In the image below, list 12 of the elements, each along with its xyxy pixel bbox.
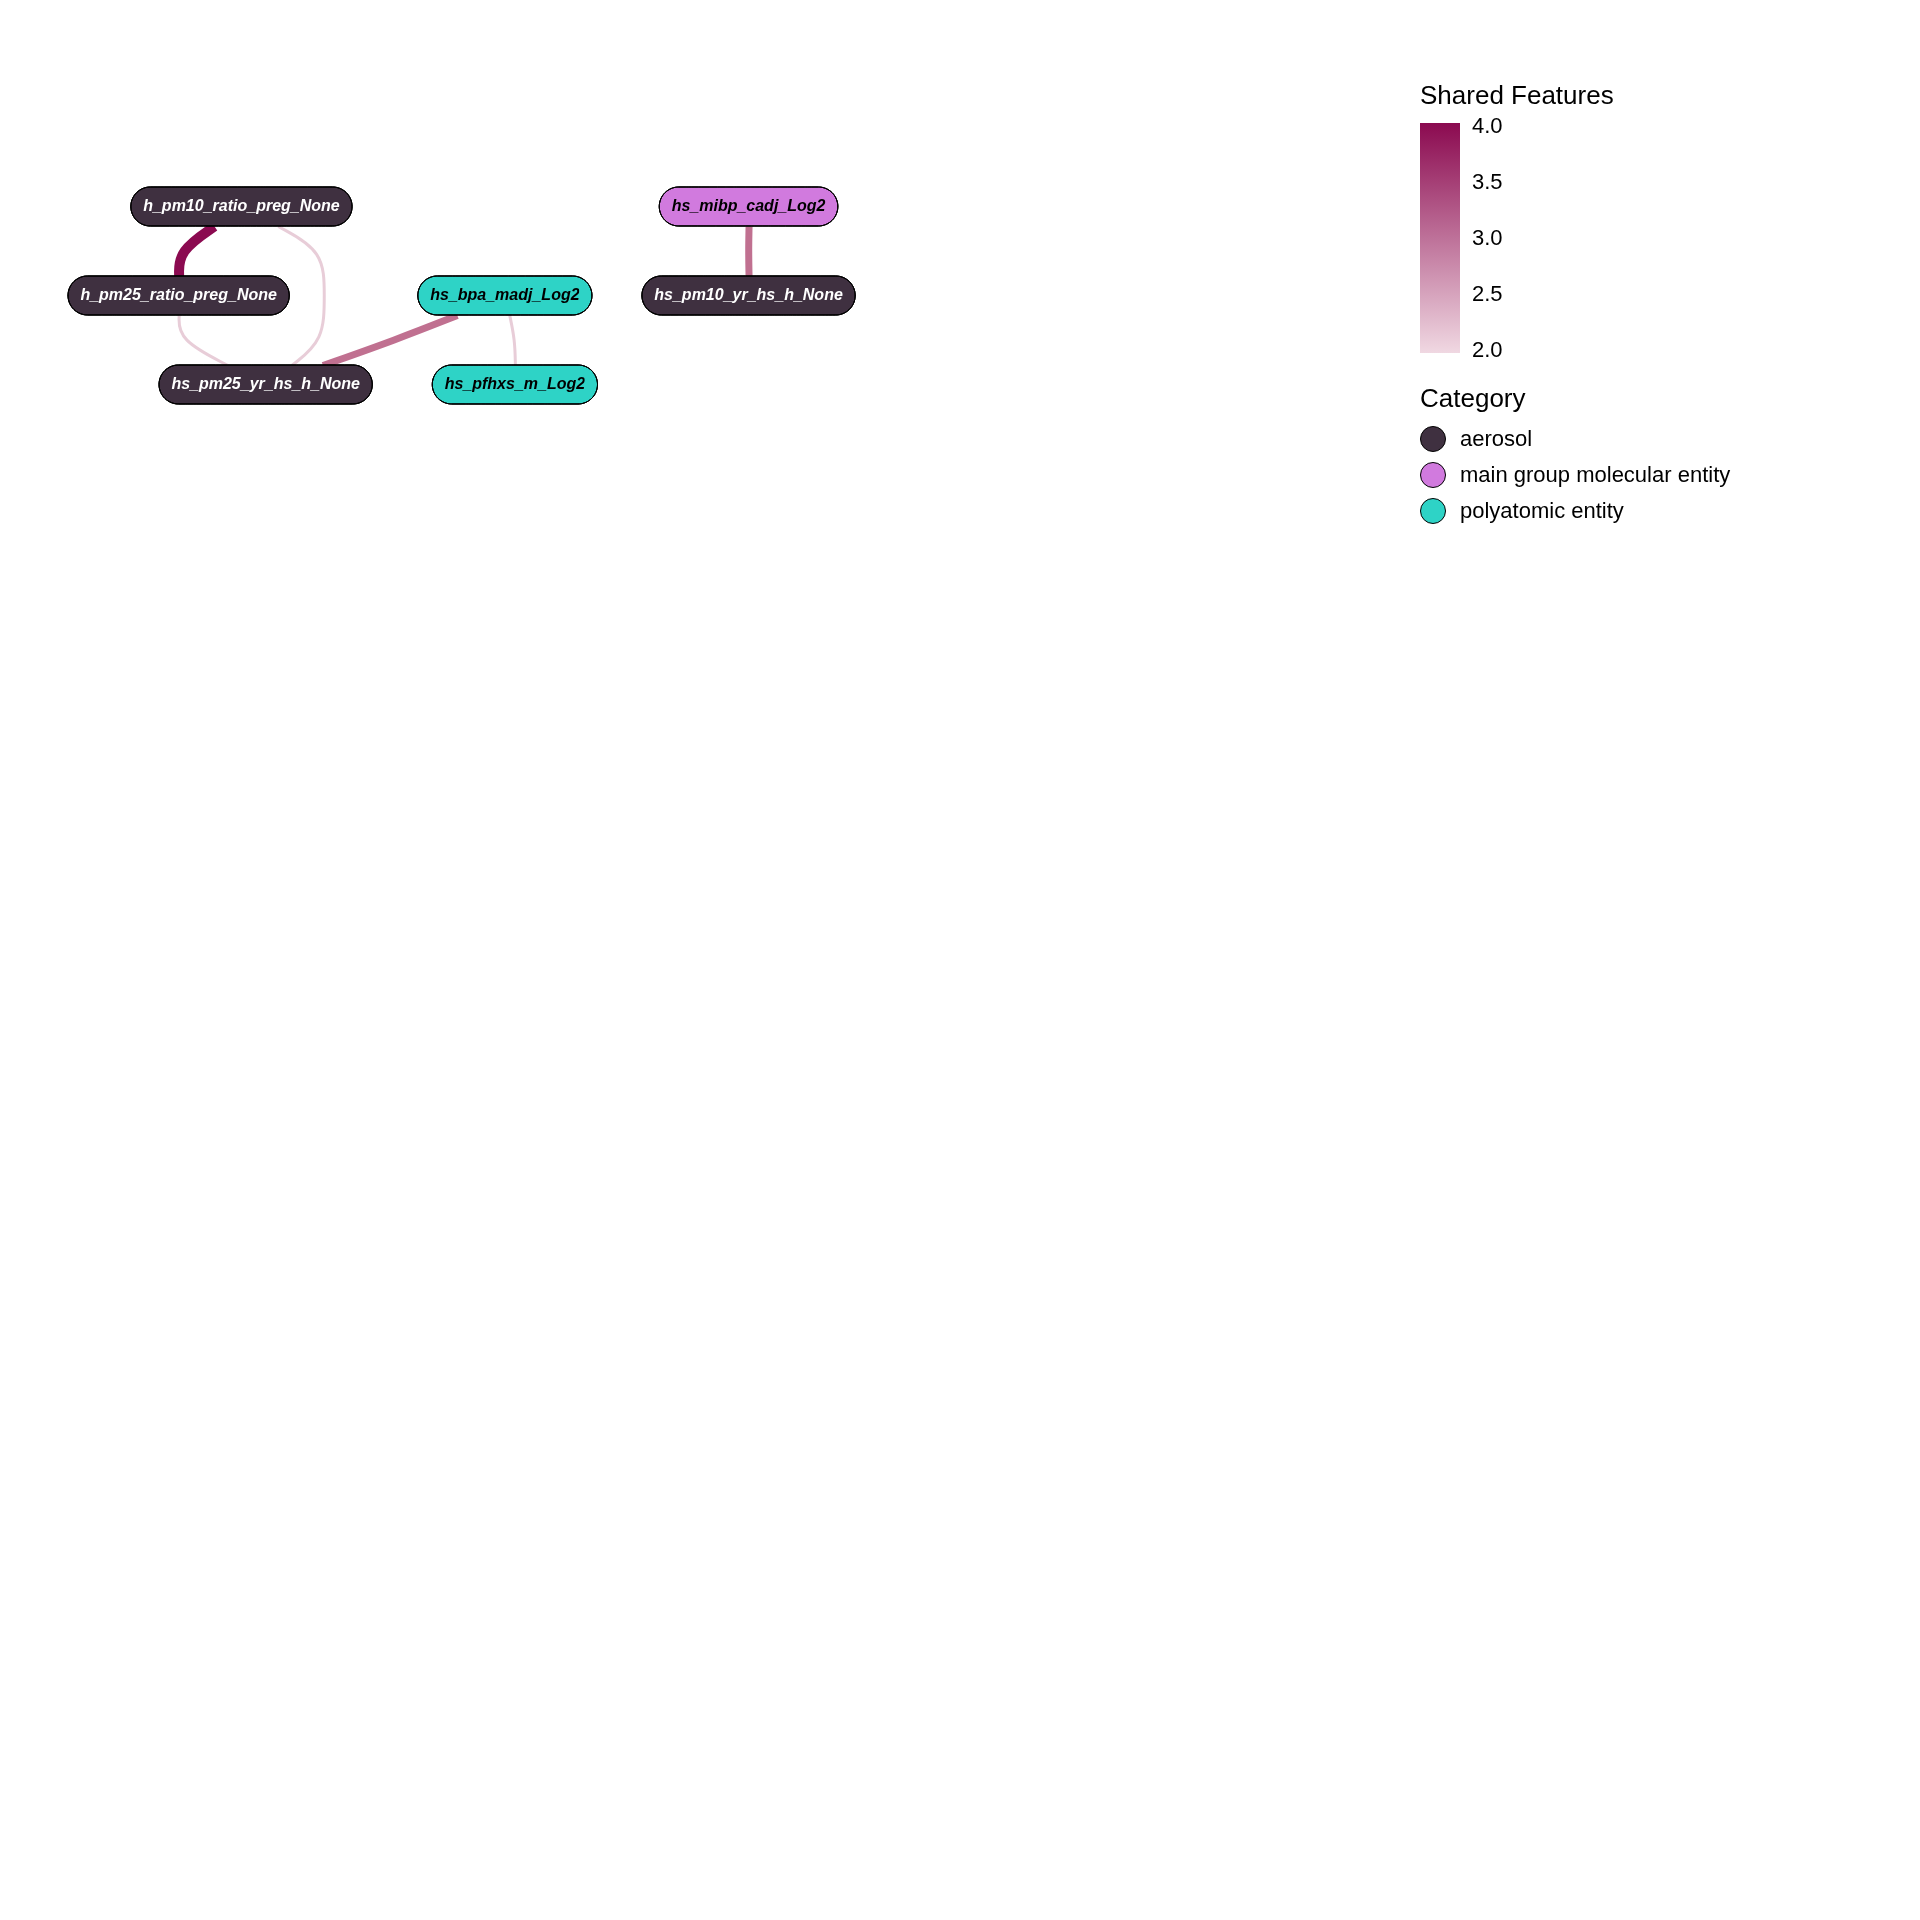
legend-label: polyatomic entity bbox=[1460, 498, 1624, 524]
legend-label: aerosol bbox=[1460, 426, 1533, 452]
legend-title: Category bbox=[1420, 383, 1527, 414]
legend-label: main group molecular entity bbox=[1460, 462, 1731, 488]
tick-label: 3.5 bbox=[1472, 169, 1503, 195]
tick-label: 2.0 bbox=[1472, 337, 1503, 363]
legend-title: Shared Features bbox=[1420, 80, 1615, 111]
connector bbox=[745, 225, 753, 277]
tick-label: 4.0 bbox=[1472, 113, 1503, 139]
connector bbox=[508, 314, 517, 366]
tick-label: 2.5 bbox=[1472, 281, 1503, 307]
tick-label: 3.0 bbox=[1472, 225, 1503, 251]
